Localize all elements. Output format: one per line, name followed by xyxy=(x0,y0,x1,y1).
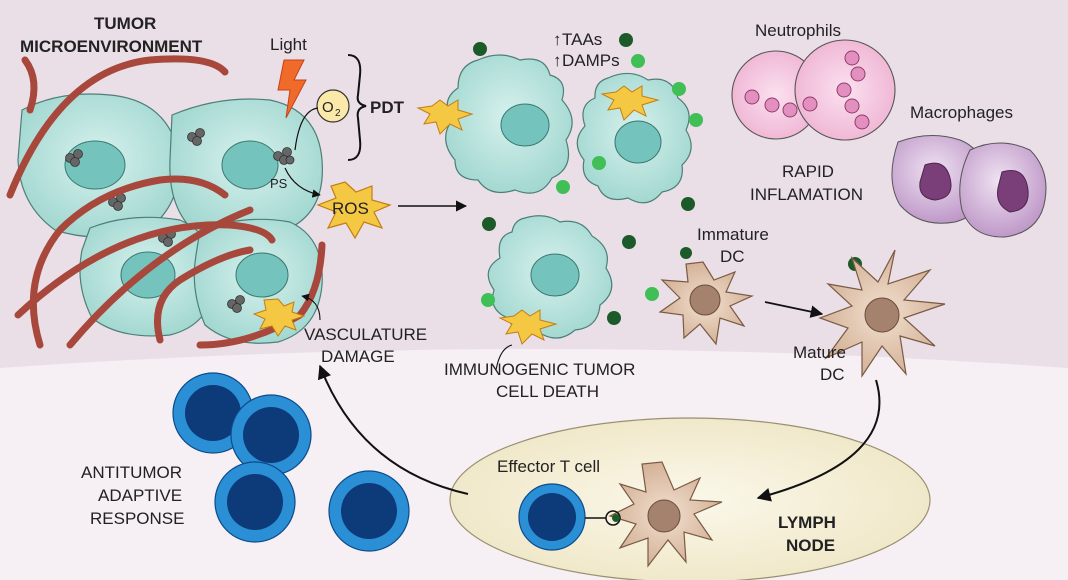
oxygen-icon xyxy=(316,89,350,123)
light-bolt-icon xyxy=(277,59,307,119)
node-label: NODE xyxy=(786,536,835,555)
cell-nucleus xyxy=(221,140,279,190)
dc-to-lymph-node-arrow xyxy=(756,379,881,502)
t-cell-nucleus xyxy=(243,407,299,463)
icd-pointer xyxy=(495,344,513,371)
adaptive-label: ADAPTIVE xyxy=(98,486,182,505)
vasculature-label: VASCULATURE xyxy=(304,325,427,344)
dc-nucleus xyxy=(647,499,681,533)
t-cell-to-tumor-arrow xyxy=(317,364,469,495)
macrophage-nucleus xyxy=(919,162,952,201)
t-cell-nucleus xyxy=(185,385,241,441)
taa-dot xyxy=(607,311,621,325)
t-cell-nucleus xyxy=(528,493,576,541)
cell-nucleus xyxy=(530,253,580,297)
burst-icon xyxy=(600,85,660,121)
dying-tumor-cells xyxy=(416,54,692,345)
inflamation-label: INFLAMATION xyxy=(750,185,863,204)
dc-maturation-arrow xyxy=(764,301,824,318)
damp-dots xyxy=(481,54,703,307)
tumor-label: TUMOR xyxy=(94,14,156,33)
ps-to-ros-arrow xyxy=(284,167,321,198)
damp-dot xyxy=(689,113,703,127)
o2-connector xyxy=(294,107,319,151)
macrophages-label: Macrophages xyxy=(910,103,1013,122)
dc-nucleus xyxy=(689,284,721,316)
taas-label: TAAs xyxy=(562,30,602,49)
damps-arrow: ↑ xyxy=(553,51,562,70)
taa-dot xyxy=(680,247,692,259)
taa-dot xyxy=(622,235,636,249)
t-cell-nucleus xyxy=(227,474,283,530)
taa-dot xyxy=(681,197,695,211)
mature-label: Mature xyxy=(793,343,846,362)
damps-label: DAMPs xyxy=(562,51,620,70)
taa-dot xyxy=(473,42,487,56)
antitumor-t-cells xyxy=(172,372,410,552)
oxygen-subscript: 2 xyxy=(335,108,341,119)
lymph-label: LYMPH xyxy=(778,513,836,532)
damp-dot xyxy=(645,287,659,301)
damp-dot xyxy=(672,82,686,96)
mature-dc-label: DC xyxy=(820,365,845,384)
damp-dot xyxy=(592,156,606,170)
damp-dot xyxy=(631,54,645,68)
damage-label: DAMAGE xyxy=(321,347,395,366)
icd-label-line2: CELL DEATH xyxy=(496,382,599,401)
burst-icon xyxy=(498,309,558,345)
cell-nucleus xyxy=(500,103,550,147)
icd-label-line1: IMMUNOGENIC TUMOR xyxy=(444,360,635,379)
cell-nucleus xyxy=(235,252,289,298)
macrophage-nucleus xyxy=(997,170,1029,213)
rapid-label: RAPID xyxy=(782,162,834,181)
dc-nucleus xyxy=(864,297,900,333)
neutrophils-label: Neutrophils xyxy=(755,21,841,40)
taa-dot xyxy=(482,217,496,231)
t-cell-nucleus xyxy=(341,483,397,539)
neutrophil-nuclei xyxy=(744,50,870,130)
antigen-dot xyxy=(612,514,620,522)
pdt-brace xyxy=(347,54,367,161)
burst-icon xyxy=(416,99,474,135)
damp-dot xyxy=(556,180,570,194)
antitumor-label: ANTITUMOR xyxy=(81,463,182,482)
cell-nucleus xyxy=(120,251,176,299)
immature-label: Immature xyxy=(697,225,769,244)
oxygen-label: O xyxy=(322,99,334,116)
ros-label: ROS xyxy=(332,199,369,218)
immature-dc-label: DC xyxy=(720,247,745,266)
microenvironment-label: MICROENVIRONMENT xyxy=(20,37,203,56)
light-label: Light xyxy=(270,35,307,54)
vasculature-damage-burst-icon xyxy=(252,298,306,337)
ps-label: PS xyxy=(270,176,288,191)
pdt-label: PDT xyxy=(370,98,405,117)
damp-dot xyxy=(481,293,495,307)
vasculature-pointer xyxy=(301,293,321,321)
taas-arrow: ↑ xyxy=(553,30,562,49)
response-label: RESPONSE xyxy=(90,509,184,528)
cell-nucleus xyxy=(614,120,662,164)
ros-burst-icon xyxy=(316,181,392,240)
effector-t-cell-label: Effector T cell xyxy=(497,457,600,476)
taa-dot xyxy=(619,33,633,47)
